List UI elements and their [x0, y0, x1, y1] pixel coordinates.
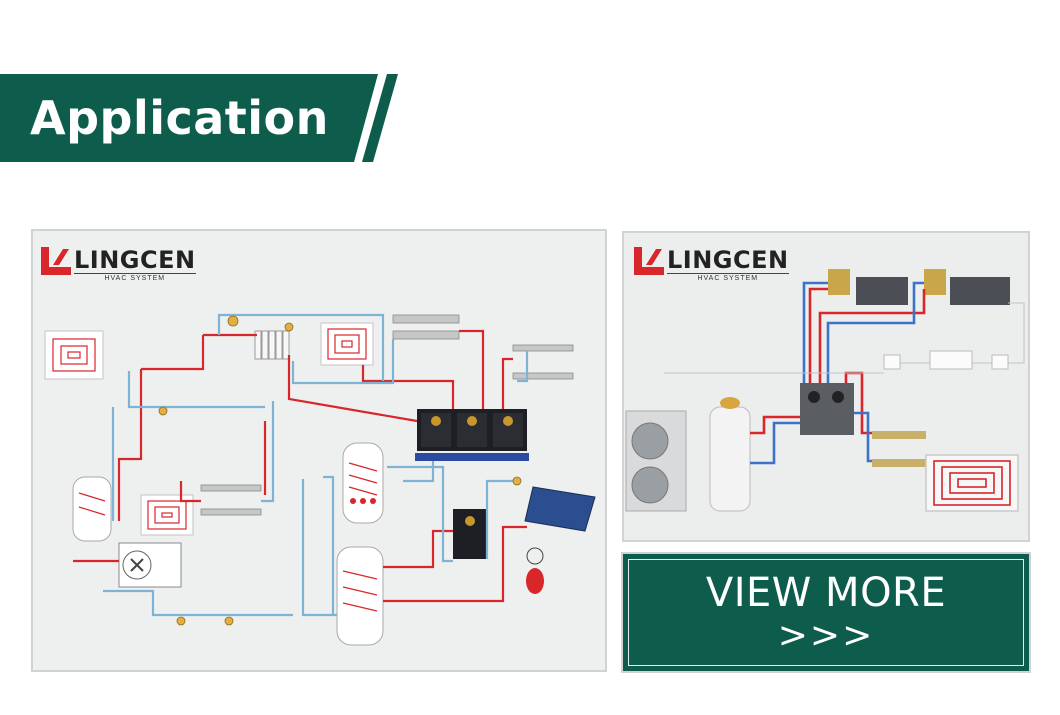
application-photo-main[interactable]: LINGCEN HVAC SYSTEM — [31, 229, 607, 672]
brand-logo: LINGCEN HVAC SYSTEM — [41, 247, 196, 283]
fan-coil-icon — [828, 269, 1010, 305]
section-title: Application — [30, 91, 329, 145]
controller-icon — [883, 350, 1009, 370]
outdoor-unit-icon — [625, 410, 687, 512]
brand-name: LINGCEN — [667, 246, 789, 274]
floor-coil-icon — [925, 454, 1019, 512]
water-tank-icon — [72, 442, 384, 646]
brand-subtitle: HVAC SYSTEM — [74, 273, 196, 283]
view-more-label: VIEW MORE — [705, 569, 947, 616]
expansion-vessel-icon — [526, 547, 544, 594]
brand-logo: LINGCEN HVAC SYSTEM — [634, 247, 789, 283]
view-more-border — [628, 559, 1024, 666]
view-more-arrows-icon: >>> — [777, 614, 875, 656]
supply-pipes — [73, 329, 527, 603]
signal-wires — [664, 302, 1025, 374]
view-more-button[interactable]: VIEW MORE >>> — [621, 552, 1031, 673]
brand-subtitle: HVAC SYSTEM — [667, 273, 789, 283]
brand-name: LINGCEN — [74, 246, 196, 274]
manifold-icon — [200, 314, 574, 516]
radiator-icon — [254, 330, 290, 360]
manifold-icon — [872, 431, 926, 467]
water-tank-icon — [709, 397, 751, 512]
lingcen-logo-icon — [41, 247, 71, 275]
return-pipes — [750, 281, 924, 465]
hvac-diagram-main — [33, 231, 605, 670]
banner-shape — [0, 74, 398, 162]
solar-panel-icon — [524, 486, 596, 532]
return-pipes — [103, 313, 529, 617]
pump-module-icon — [800, 383, 854, 435]
lingcen-logo-icon — [634, 247, 664, 275]
valve-icons — [158, 315, 522, 626]
hvac-diagram-secondary — [624, 233, 1028, 540]
heat-pump-icon — [118, 542, 182, 588]
pump-station-icon — [415, 409, 529, 559]
section-banner: Application — [0, 74, 400, 162]
floor-coil-icon — [44, 322, 374, 536]
application-photo-secondary[interactable]: LINGCEN HVAC SYSTEM — [622, 231, 1030, 542]
